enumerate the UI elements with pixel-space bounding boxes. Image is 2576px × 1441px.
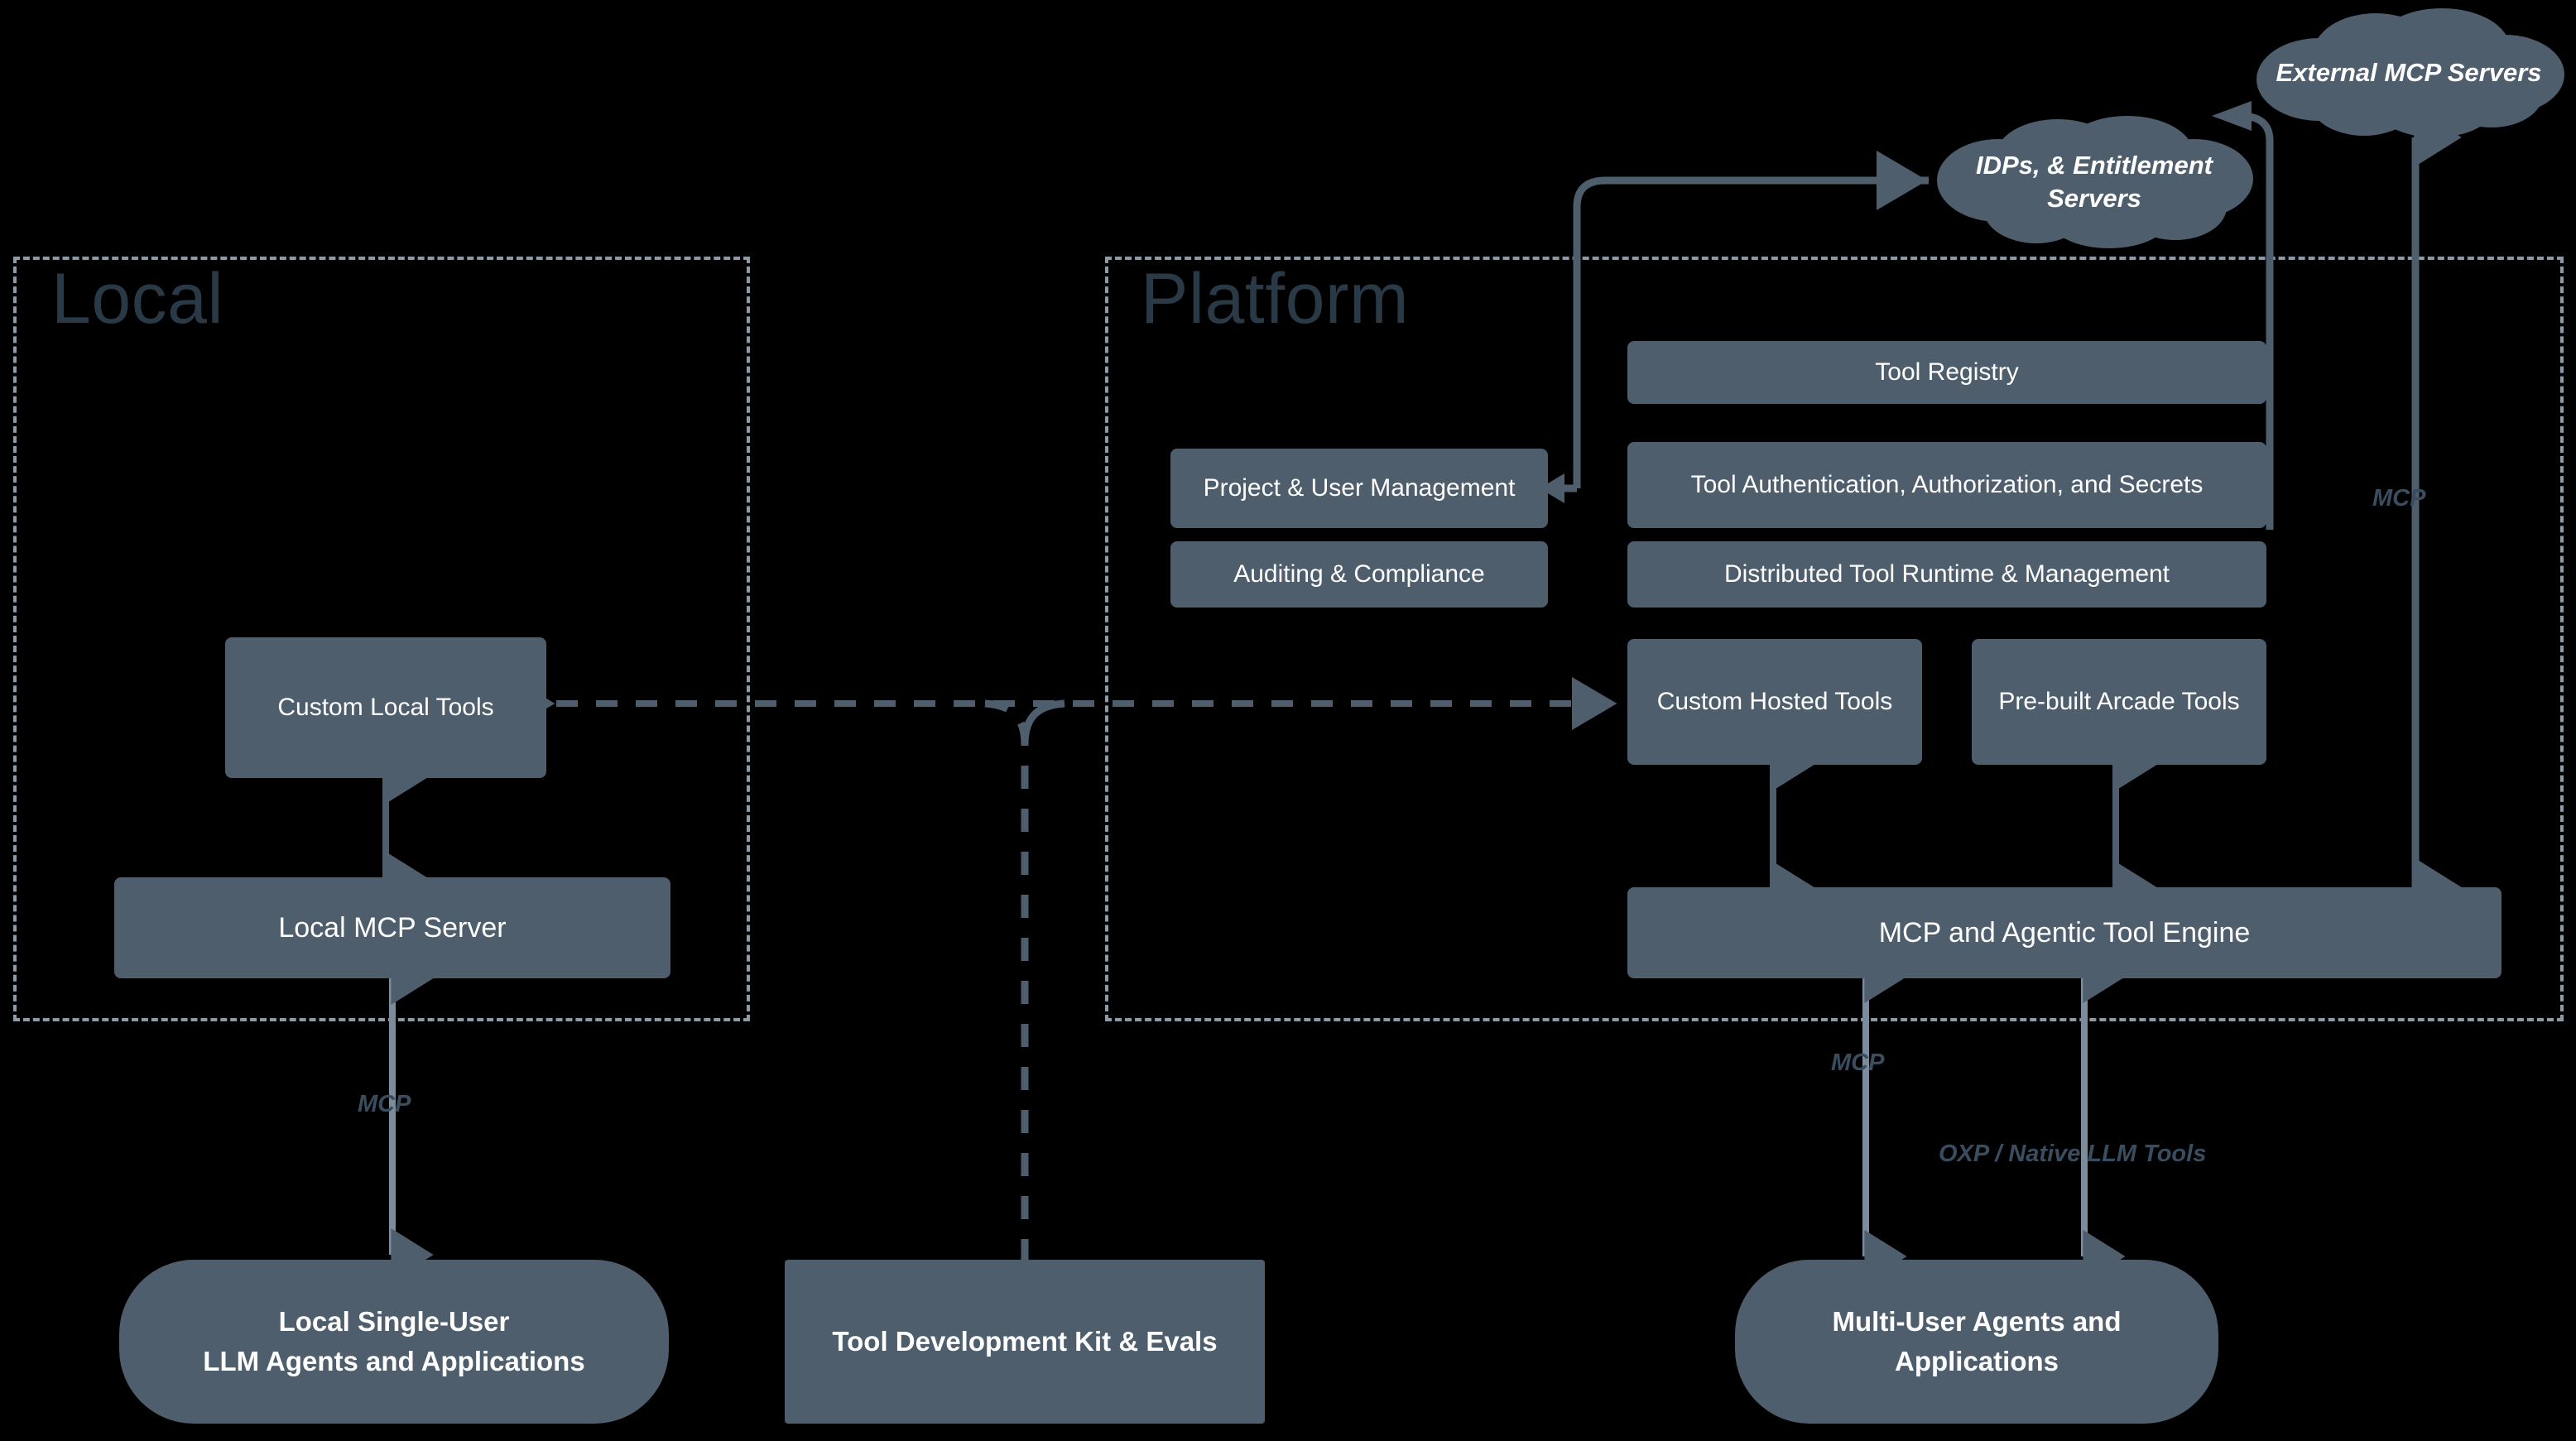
pill-multi-user-agents-text: Multi-User Agents and Applications [1833, 1302, 2122, 1381]
edge-label-mcp-local: MCP [358, 1091, 411, 1117]
pill-local-agents-text: Local Single-User LLM Agents and Applica… [203, 1302, 584, 1381]
node-prebuilt-arcade-tools[interactable]: Pre-built Arcade Tools [1972, 639, 2266, 765]
cloud-shape-external [2256, 8, 2564, 137]
pill-multi-user-agents-line1: Multi-User Agents and [1832, 1306, 2122, 1338]
node-custom-hosted-tools[interactable]: Custom Hosted Tools [1627, 639, 1922, 765]
node-auditing-compliance[interactable]: Auditing & Compliance [1170, 541, 1548, 608]
node-project-user-management[interactable]: Project & User Management [1170, 449, 1548, 528]
node-custom-local-tools[interactable]: Custom Local Tools [225, 637, 546, 778]
node-tool-registry[interactable]: Tool Registry [1627, 341, 2266, 404]
node-tool-development-kit[interactable]: Tool Development Kit & Evals [785, 1260, 1265, 1424]
node-distributed-tool-runtime[interactable]: Distributed Tool Runtime & Management [1627, 541, 2266, 608]
pill-local-single-user-agents[interactable]: Local Single-User LLM Agents and Applica… [119, 1260, 669, 1424]
pill-local-agents-line1: Local Single-User [278, 1306, 510, 1338]
pill-local-agents-line2: LLM Agents and Applications [203, 1346, 585, 1376]
pill-multi-user-agents-line2: Applications [1894, 1346, 2059, 1376]
cloud-external-mcp-servers[interactable]: External MCP Servers [2243, 8, 2574, 137]
edge-label-mcp-platform-bottom: MCP [1831, 1050, 1885, 1076]
cloud-external-mcp-servers-label: External MCP Servers [2276, 57, 2542, 87]
edge-label-oxp-native-llm-tools: OXP / Native LLM Tools [1939, 1141, 2207, 1167]
cloud-idps-entitlement-servers-label: IDPs, & Entitlement Servers [1976, 150, 2213, 213]
node-mcp-agentic-tool-engine[interactable]: MCP and Agentic Tool Engine [1627, 887, 2502, 978]
edge-label-mcp-external: MCP [2372, 485, 2426, 512]
node-local-mcp-server[interactable]: Local MCP Server [114, 877, 670, 978]
node-tool-auth[interactable]: Tool Authentication, Authorization, and … [1627, 442, 2266, 528]
edge-tool-development-kit-branch [984, 699, 1065, 1260]
zone-local-title: Local [51, 259, 224, 339]
cloud-idps-entitlement-servers[interactable]: IDPs, & Entitlement Servers [1929, 116, 2260, 248]
cloud-shape-idps [1937, 116, 2253, 248]
pill-multi-user-agents[interactable]: Multi-User Agents and Applications [1735, 1260, 2218, 1424]
zone-platform-title: Platform [1141, 259, 1410, 339]
zone-local [13, 257, 750, 1021]
